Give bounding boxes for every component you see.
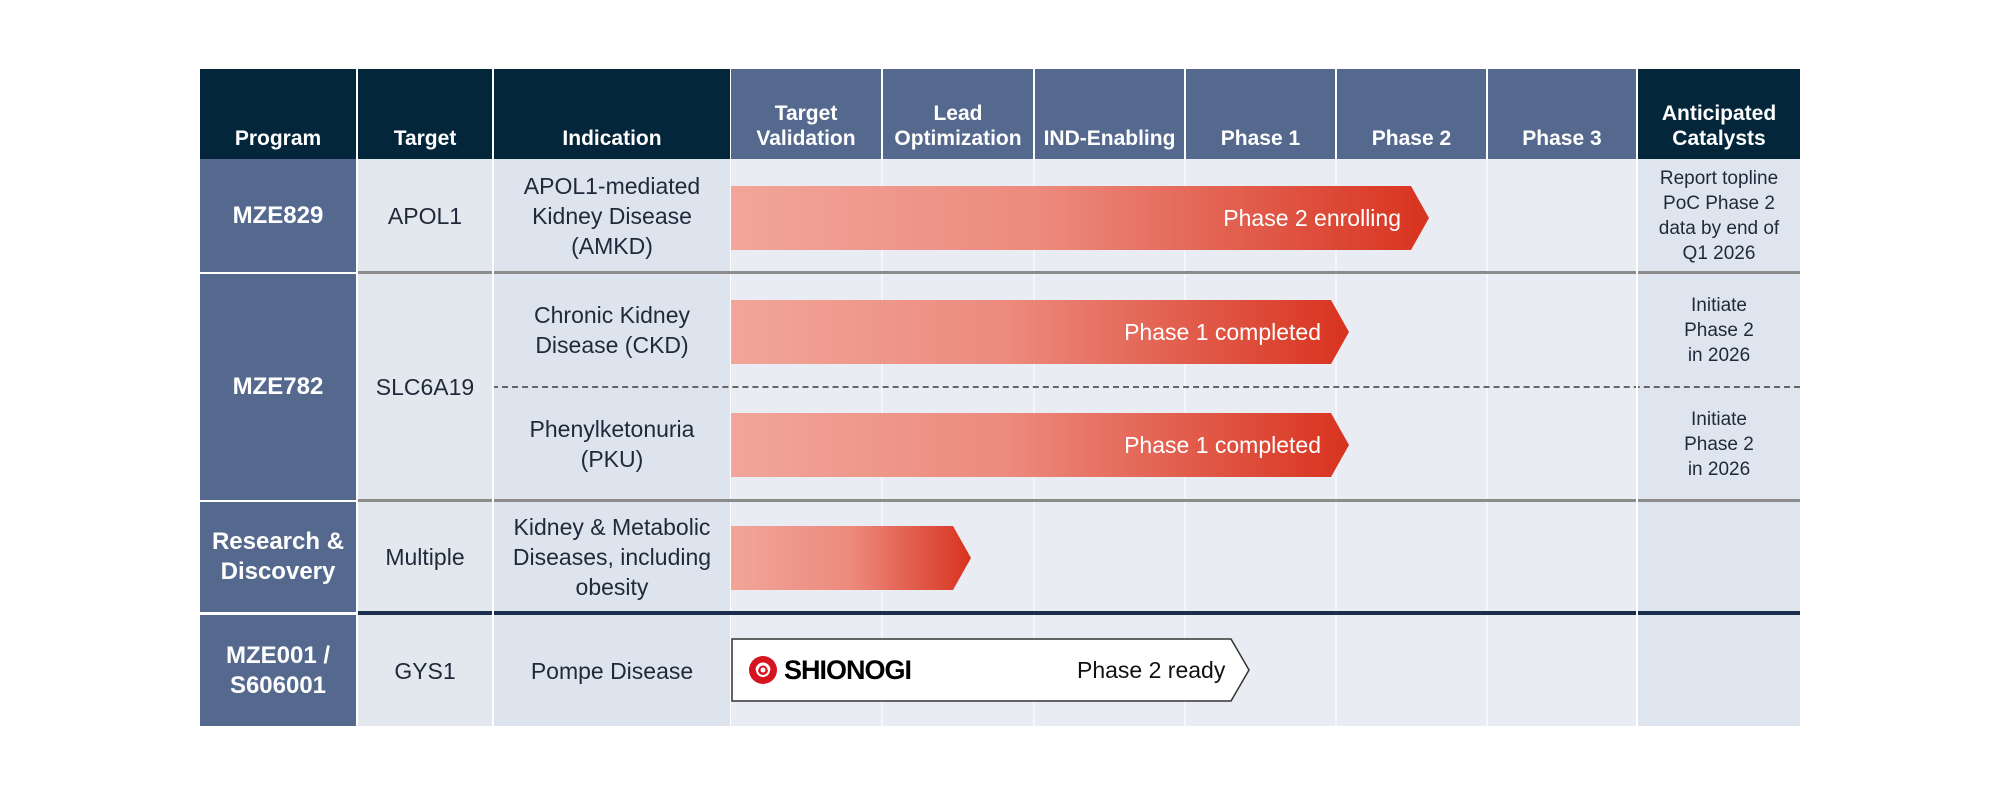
catalyst-column-bg [1638,159,1800,726]
program-mze782: MZE782 [200,274,356,500]
program-mze001: MZE001 / S606001 [200,615,356,726]
progress-bar-research [731,526,971,590]
indication-kidney-metabolic: Kidney & Metabolic Diseases, including o… [512,514,712,600]
progress-bar-pku [731,413,1349,477]
bar-outline-shape [731,638,1250,702]
bar-label-container: Phase 1 completed [731,413,1349,477]
bar-label-pku: Phase 1 completed [1124,432,1321,458]
header-indication: Indication [494,69,730,159]
target-gys1: GYS1 [394,657,456,684]
row-divider [358,271,1800,274]
bar-label-mze001: Phase 2 ready [1077,657,1226,683]
header-lead-optimization: Lead Optimization [883,69,1033,159]
bar-arrow-shape [731,526,971,590]
indication-ckd: Chronic Kidney Disease (CKD) [534,302,690,358]
bar-label-container: Phase 2 enrolling [731,186,1429,250]
program-research-discovery: Research & Discovery [200,502,356,612]
target-slc6a19: SLC6A19 [375,374,475,400]
header-target-validation: Target Validation [731,69,881,159]
target-apol1: APOL1 [387,202,463,229]
indication-pompe: Pompe Disease [530,657,694,684]
header-catalysts: Anticipated Catalysts [1638,69,1800,159]
header-ind-enabling: IND-Enabling [1035,69,1184,159]
header-phase-3: Phase 3 [1488,69,1636,159]
header-phase-2: Phase 2 [1337,69,1486,159]
catalyst-pku: Initiate Phase 2 in 2026 [1684,408,1754,480]
shionogi-logo: SHIONOGI [748,654,912,686]
row-divider [358,499,1800,502]
bar-label-ckd: Phase 1 completed [1124,319,1321,345]
row-divider-partnered [356,611,1800,615]
catalyst-ckd: Initiate Phase 2 in 2026 [1684,294,1754,366]
shionogi-wordmark: SHIONOGI [784,655,912,685]
bar-arrow-shape [731,413,1349,477]
indication-column-bg [494,159,730,726]
bar-arrow-shape [731,300,1349,364]
indication-divider [492,386,1800,388]
shionogi-logo-icon [749,656,777,684]
progress-bar-ckd [731,300,1349,364]
indication-pku: Phenylketonuria (PKU) [529,416,695,472]
target-multiple: Multiple [385,544,465,570]
bar-arrow-shape [731,186,1429,250]
header-target: Target [358,69,492,159]
catalyst-mze829: Report topline PoC Phase 2 data by end o… [1658,167,1780,264]
header-phase-1: Phase 1 [1186,69,1335,159]
bar-outline [731,638,1250,702]
indication-amkd: APOL1-mediated Kidney Disease (AMKD) [523,172,701,259]
progress-bar-mze001: SHIONOGI Phase 2 ready [731,638,1251,702]
column-divider [492,69,494,726]
column-divider [1636,69,1638,726]
bar-label-container: Phase 1 completed [731,300,1349,364]
pipeline-table: Program Target Indication Target Validat… [200,69,1800,726]
target-column-bg [358,159,492,726]
progress-bar-mze829 [731,186,1429,250]
header-program: Program [200,69,356,159]
program-mze829: MZE829 [200,159,356,272]
column-divider [1486,159,1488,726]
column-divider [356,69,358,726]
bar-label-mze829: Phase 2 enrolling [1223,205,1401,231]
